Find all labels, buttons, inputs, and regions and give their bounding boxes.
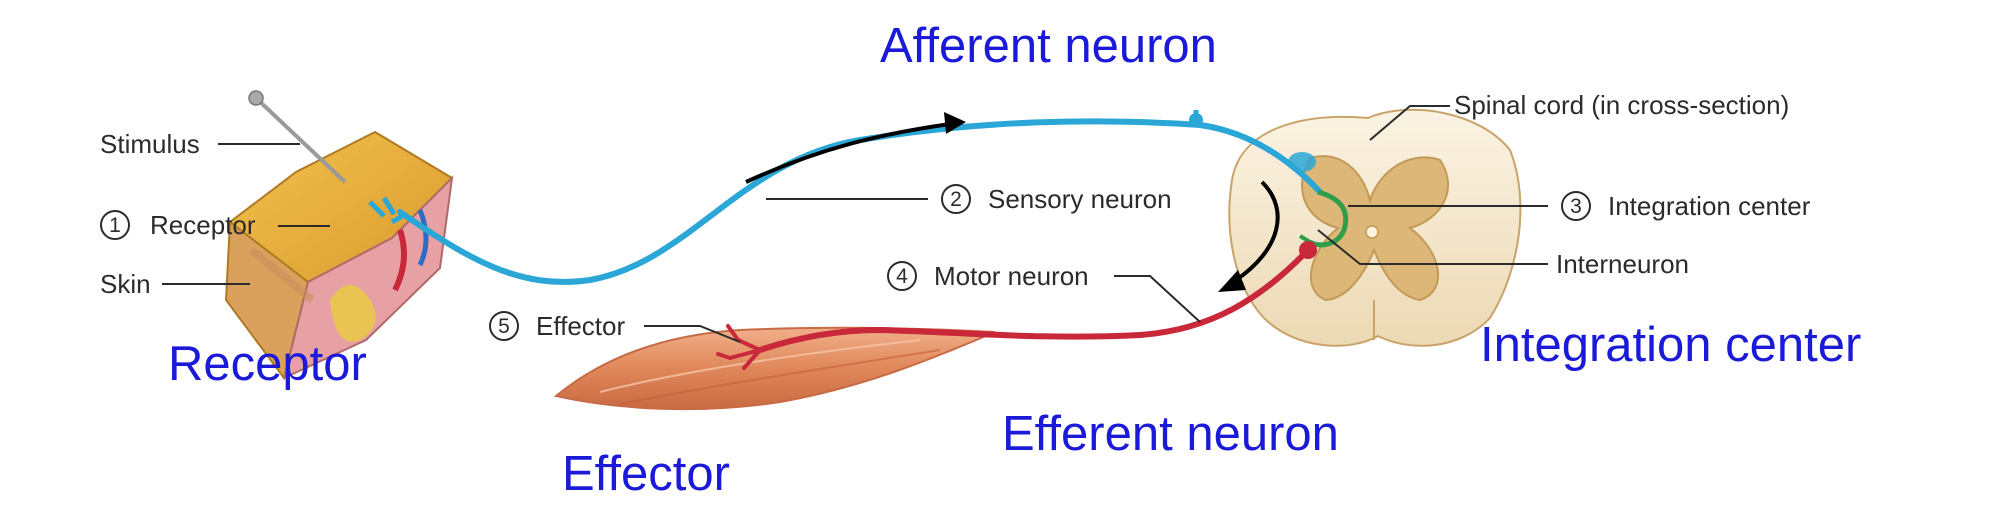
svg-text:2: 2 (950, 188, 962, 211)
stimulus-label: Stimulus (100, 129, 200, 159)
step-3-marker: 3 (1561, 191, 1591, 221)
interneuron-label: Interneuron (1556, 249, 1689, 279)
svg-text:1: 1 (109, 214, 121, 237)
motor-neuron-path (716, 241, 1317, 370)
sensory-neuron-path (368, 110, 1323, 285)
spinal-cord-cross-section (1228, 108, 1522, 347)
integration-center-title: Integration center (1480, 318, 1861, 372)
step-5-marker: 5 (489, 311, 519, 341)
step-4-label: Motor neuron (934, 261, 1089, 291)
receptor-title: Receptor (168, 337, 367, 391)
afferent-direction-arrow (745, 112, 966, 184)
afferent-neuron-title: Afferent neuron (880, 19, 1217, 73)
svg-text:3: 3 (1570, 195, 1582, 218)
skin-block-illustration (224, 130, 454, 381)
step-1-label: Receptor (150, 210, 256, 240)
step-2-marker: 2 (941, 184, 971, 214)
step-2-label: Sensory neuron (988, 184, 1172, 214)
skin-label: Skin (100, 269, 151, 299)
efferent-neuron-title: Efferent neuron (1002, 407, 1339, 461)
effector-title: Effector (562, 447, 730, 501)
efferent-direction-arrow (1218, 180, 1280, 292)
svg-text:4: 4 (896, 265, 908, 288)
leader-lines (162, 105, 1548, 343)
step-1-marker: 1 (100, 210, 130, 240)
step-4-marker: 4 (887, 261, 917, 291)
spinal-cord-label: Spinal cord (in cross-section) (1454, 90, 1789, 120)
svg-text:5: 5 (498, 315, 510, 338)
step-5-label: Effector (536, 311, 625, 341)
step-3-label: Integration center (1608, 191, 1811, 221)
stimulus-pin-icon (248, 90, 347, 184)
